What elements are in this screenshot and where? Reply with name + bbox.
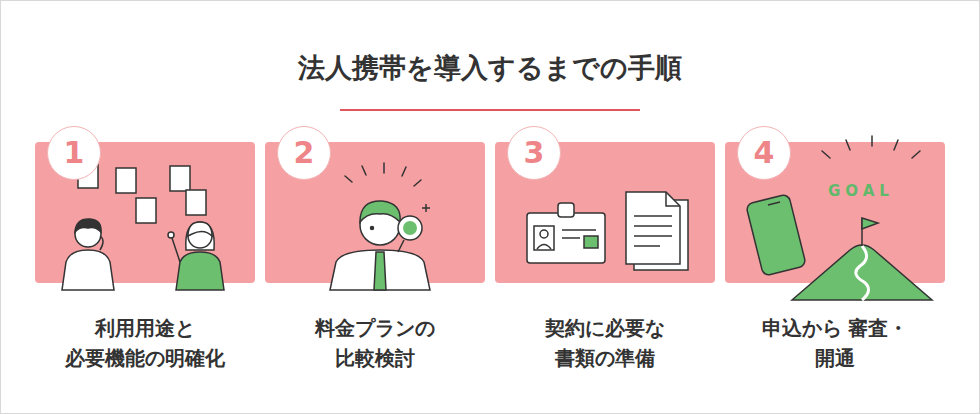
- step-caption: 料金プランの 比較検討: [287, 313, 463, 373]
- diagram-title: 法人携帯を導入するまでの手順: [0, 50, 980, 86]
- goal-rays: [822, 136, 920, 158]
- step-number: 3: [524, 138, 545, 168]
- document: [626, 192, 688, 270]
- step-number: 4: [754, 138, 775, 168]
- person-magnifier: [330, 201, 430, 290]
- step-number-circle: 2: [277, 126, 331, 180]
- step-number-circle: 4: [737, 126, 791, 180]
- step-number: 2: [294, 138, 315, 168]
- sticky-notes: [78, 163, 206, 223]
- id-card: [527, 203, 605, 263]
- step-panel: 申込から 審査・開通4: [725, 142, 945, 283]
- person-woman: [168, 222, 224, 290]
- step-number-circle: 3: [507, 126, 561, 180]
- goal-label: GOAL: [828, 182, 894, 200]
- mountain: [792, 218, 932, 300]
- person-man: [62, 219, 114, 290]
- rays: [345, 163, 421, 186]
- step-caption: 契約に必要な 書類の準備: [517, 313, 693, 373]
- title-rule: [340, 109, 640, 111]
- step-number: 1: [64, 138, 85, 168]
- step-caption: 申込から 審査・開通: [747, 313, 923, 373]
- step-panel: 料金プランの 比較検討2: [265, 142, 485, 283]
- step-panel: 利用用途と 必要機能の明確化1: [35, 142, 255, 283]
- step-number-circle: 1: [47, 126, 101, 180]
- step-panel: 契約に必要な 書類の準備3: [495, 142, 715, 283]
- panels: [35, 142, 945, 283]
- phone: [746, 194, 807, 276]
- step-caption: 利用用途と 必要機能の明確化: [57, 313, 233, 373]
